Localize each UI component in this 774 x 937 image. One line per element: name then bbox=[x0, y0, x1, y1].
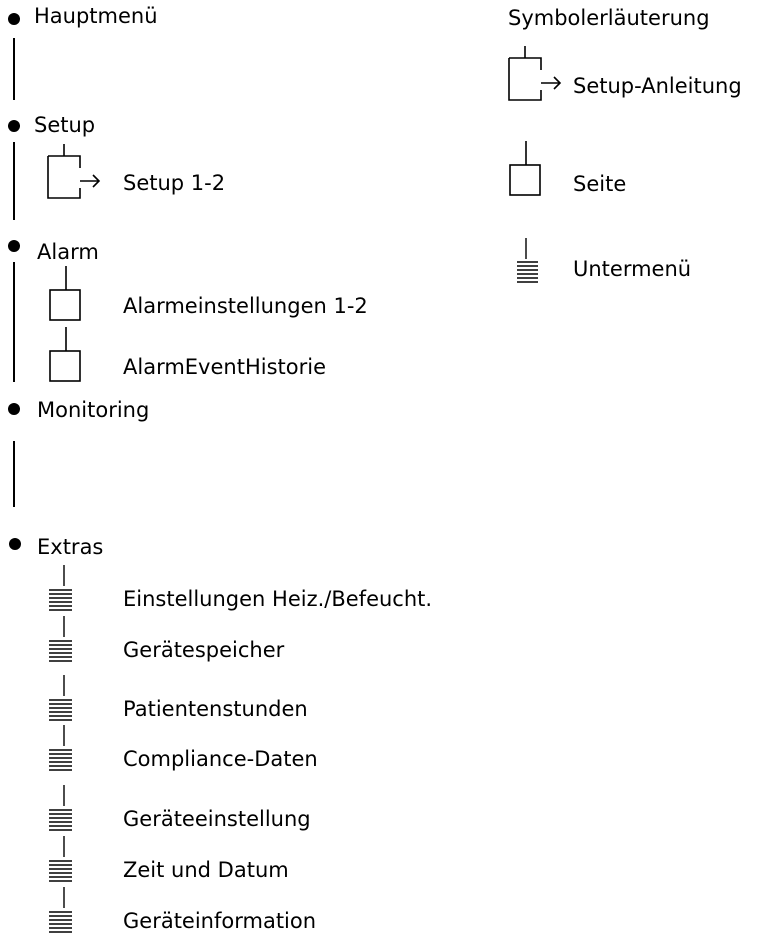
menu-extras-item-4: Compliance-Daten bbox=[123, 747, 318, 771]
page-icon bbox=[48, 327, 88, 382]
submenu-icon bbox=[48, 675, 88, 721]
submenu-icon bbox=[48, 836, 88, 882]
bullet-setup bbox=[8, 120, 20, 132]
menu-setup: Setup bbox=[34, 113, 96, 137]
menu-extras-item-5: Geräteeinstellung bbox=[123, 807, 311, 831]
menu-alarm: Alarm bbox=[37, 240, 99, 264]
submenu-icon bbox=[516, 238, 556, 283]
tree-line bbox=[13, 262, 15, 382]
menu-extras-item-2: Gerätespeicher bbox=[123, 638, 285, 662]
tree-line bbox=[13, 441, 15, 507]
page-icon bbox=[48, 266, 88, 321]
submenu-icon bbox=[48, 565, 88, 611]
legend-page: Seite bbox=[573, 172, 627, 196]
setup-guide-icon bbox=[505, 46, 562, 101]
menu-setup-item-1: Setup 1-2 bbox=[123, 171, 226, 195]
bullet-monitoring bbox=[8, 403, 20, 415]
menu-extras-item-1: Einstellungen Heiz./Befeucht. bbox=[123, 587, 433, 611]
tree-line bbox=[13, 38, 15, 100]
menu-extras: Extras bbox=[37, 535, 104, 559]
page-icon bbox=[508, 141, 548, 196]
bullet-hauptmenue bbox=[8, 13, 20, 25]
menu-monitoring: Monitoring bbox=[37, 398, 150, 422]
menu-alarm-item-1: Alarmeinstellungen 1-2 bbox=[123, 294, 368, 318]
submenu-icon bbox=[48, 887, 88, 933]
bullet-extras bbox=[9, 538, 21, 550]
menu-hauptmenue: Hauptmenü bbox=[34, 4, 158, 28]
bullet-alarm bbox=[8, 240, 20, 252]
legend-setup-guide: Setup-Anleitung bbox=[573, 74, 742, 98]
legend-title: Symbolerläuterung bbox=[508, 6, 710, 30]
submenu-icon bbox=[48, 785, 88, 831]
menu-alarm-item-2: AlarmEventHistorie bbox=[123, 355, 326, 379]
setup-guide-icon bbox=[44, 144, 101, 199]
menu-extras-item-3: Patientenstunden bbox=[123, 697, 308, 721]
submenu-icon bbox=[48, 725, 88, 771]
legend-submenu: Untermenü bbox=[573, 257, 692, 281]
submenu-icon bbox=[48, 616, 88, 662]
tree-line bbox=[13, 142, 15, 220]
menu-extras-item-6: Zeit und Datum bbox=[123, 858, 289, 882]
menu-extras-item-7: Geräteinformation bbox=[123, 909, 317, 933]
